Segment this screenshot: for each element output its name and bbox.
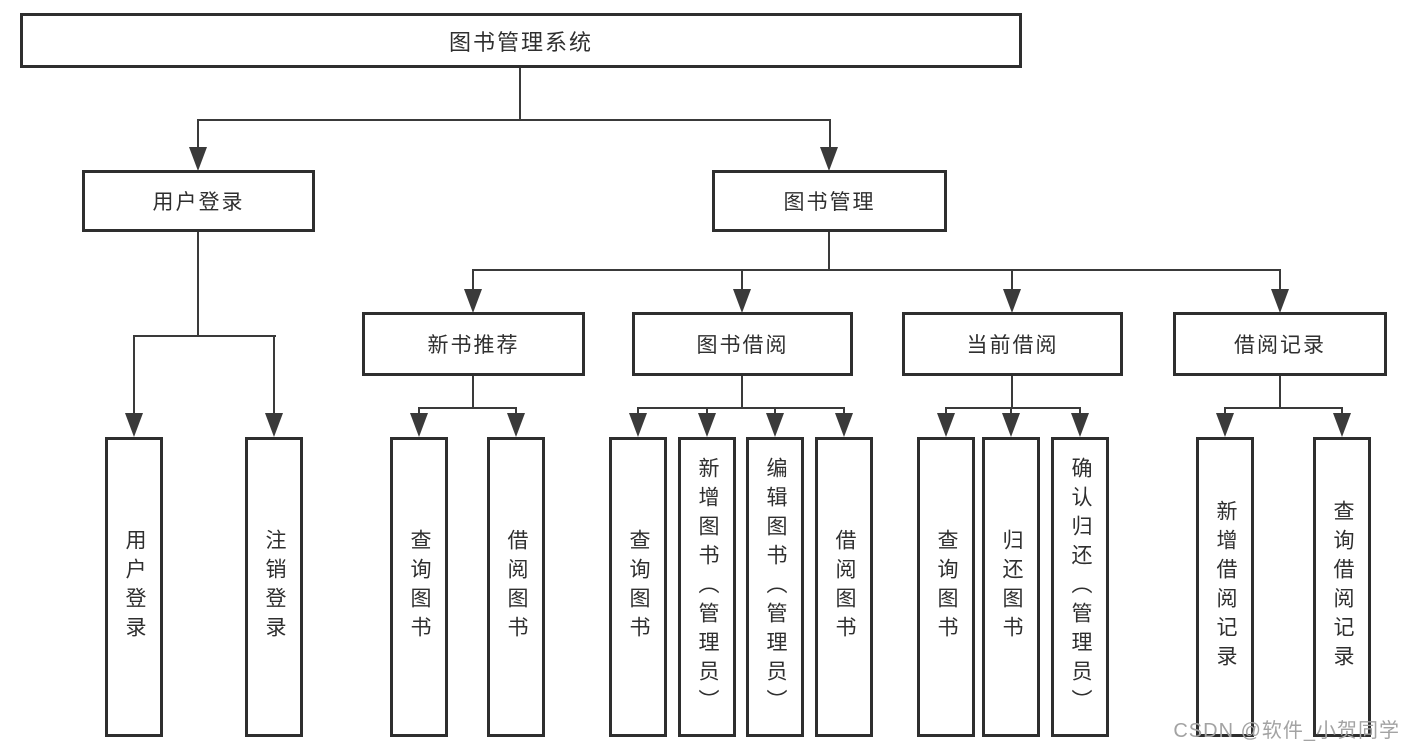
connector-rail	[637, 407, 845, 409]
node-current-borrow: 当前借阅	[902, 312, 1123, 376]
connector-drop-leaf	[774, 407, 776, 415]
node-user-login: 用户登录	[82, 170, 315, 232]
arrowhead-down-icon	[189, 147, 207, 171]
leaf-query-books-1: 查询图书	[390, 437, 448, 737]
arrowhead-down-icon	[1002, 413, 1020, 437]
leaf-borrow-books-2: 借阅图书	[815, 437, 873, 737]
connector-stem	[472, 376, 474, 408]
connector-drop-new-book	[472, 269, 474, 290]
arrowhead-down-icon	[1071, 413, 1089, 437]
connector-stem	[1279, 376, 1281, 408]
arrowhead-down-icon	[410, 413, 428, 437]
arrowhead-down-icon	[766, 413, 784, 437]
connector-rail	[418, 407, 517, 409]
arrowhead-down-icon	[698, 413, 716, 437]
connector-stem	[741, 376, 743, 408]
leaf-add-book-admin: 新增图书（管理员）	[678, 437, 736, 737]
arrowhead-down-icon	[820, 147, 838, 171]
connector-drop-user-login	[197, 119, 199, 150]
connector-level3-rail	[472, 269, 1281, 271]
connector-drop-leaf	[1079, 407, 1081, 415]
connector-book-management-stem	[828, 232, 830, 270]
connector-drop-leaf	[1224, 407, 1226, 415]
connector-rail	[945, 407, 1081, 409]
arrowhead-down-icon	[265, 413, 283, 437]
connector-drop-book-borrow	[741, 269, 743, 290]
arrowhead-down-icon	[1003, 289, 1021, 313]
node-book-management: 图书管理	[712, 170, 947, 232]
connector-level2-rail	[197, 119, 831, 121]
arrowhead-down-icon	[125, 413, 143, 437]
connector-drop-borrow-records	[1279, 269, 1281, 290]
connector-drop-leaf	[945, 407, 947, 415]
leaf-user-login: 用户登录	[105, 437, 163, 737]
connector-user-login-rail	[133, 335, 276, 337]
arrowhead-down-icon	[507, 413, 525, 437]
connector-drop-leaf	[1010, 407, 1012, 415]
arrowhead-down-icon	[733, 289, 751, 313]
leaf-query-borrow-record: 查询借阅记录	[1313, 437, 1371, 737]
connector-root-stem	[519, 68, 521, 119]
connector-stem	[1011, 376, 1013, 408]
connector-user-login-stem	[197, 232, 199, 336]
connector-drop-leaf	[133, 335, 135, 415]
arrowhead-down-icon	[835, 413, 853, 437]
leaf-borrow-books-1: 借阅图书	[487, 437, 545, 737]
arrowhead-down-icon	[1216, 413, 1234, 437]
connector-drop-leaf	[843, 407, 845, 415]
leaf-query-books-2: 查询图书	[609, 437, 667, 737]
leaf-return-books: 归还图书	[982, 437, 1040, 737]
leaf-confirm-return-admin: 确认归还（管理员）	[1051, 437, 1109, 737]
connector-drop-leaf	[418, 407, 420, 415]
connector-drop-leaf	[515, 407, 517, 415]
arrowhead-down-icon	[1271, 289, 1289, 313]
connector-drop-current-borrow	[1011, 269, 1013, 290]
connector-drop-leaf	[273, 335, 275, 415]
leaf-edit-book-admin: 编辑图书（管理员）	[746, 437, 804, 737]
arrowhead-down-icon	[464, 289, 482, 313]
node-book-borrow: 图书借阅	[632, 312, 853, 376]
arrowhead-down-icon	[629, 413, 647, 437]
node-new-book-recommend: 新书推荐	[362, 312, 585, 376]
connector-drop-leaf	[637, 407, 639, 415]
csdn-watermark: CSDN @软件_小贺同学	[1173, 720, 1400, 742]
node-root: 图书管理系统	[20, 13, 1022, 68]
connector-drop-leaf	[706, 407, 708, 415]
leaf-add-borrow-record: 新增借阅记录	[1196, 437, 1254, 737]
node-borrow-records: 借阅记录	[1173, 312, 1387, 376]
connector-drop-book-management	[829, 119, 831, 150]
leaf-logout: 注销登录	[245, 437, 303, 737]
arrowhead-down-icon	[937, 413, 955, 437]
leaf-query-books-3: 查询图书	[917, 437, 975, 737]
connector-rail	[1224, 407, 1343, 409]
arrowhead-down-icon	[1333, 413, 1351, 437]
connector-drop-leaf	[1341, 407, 1343, 415]
